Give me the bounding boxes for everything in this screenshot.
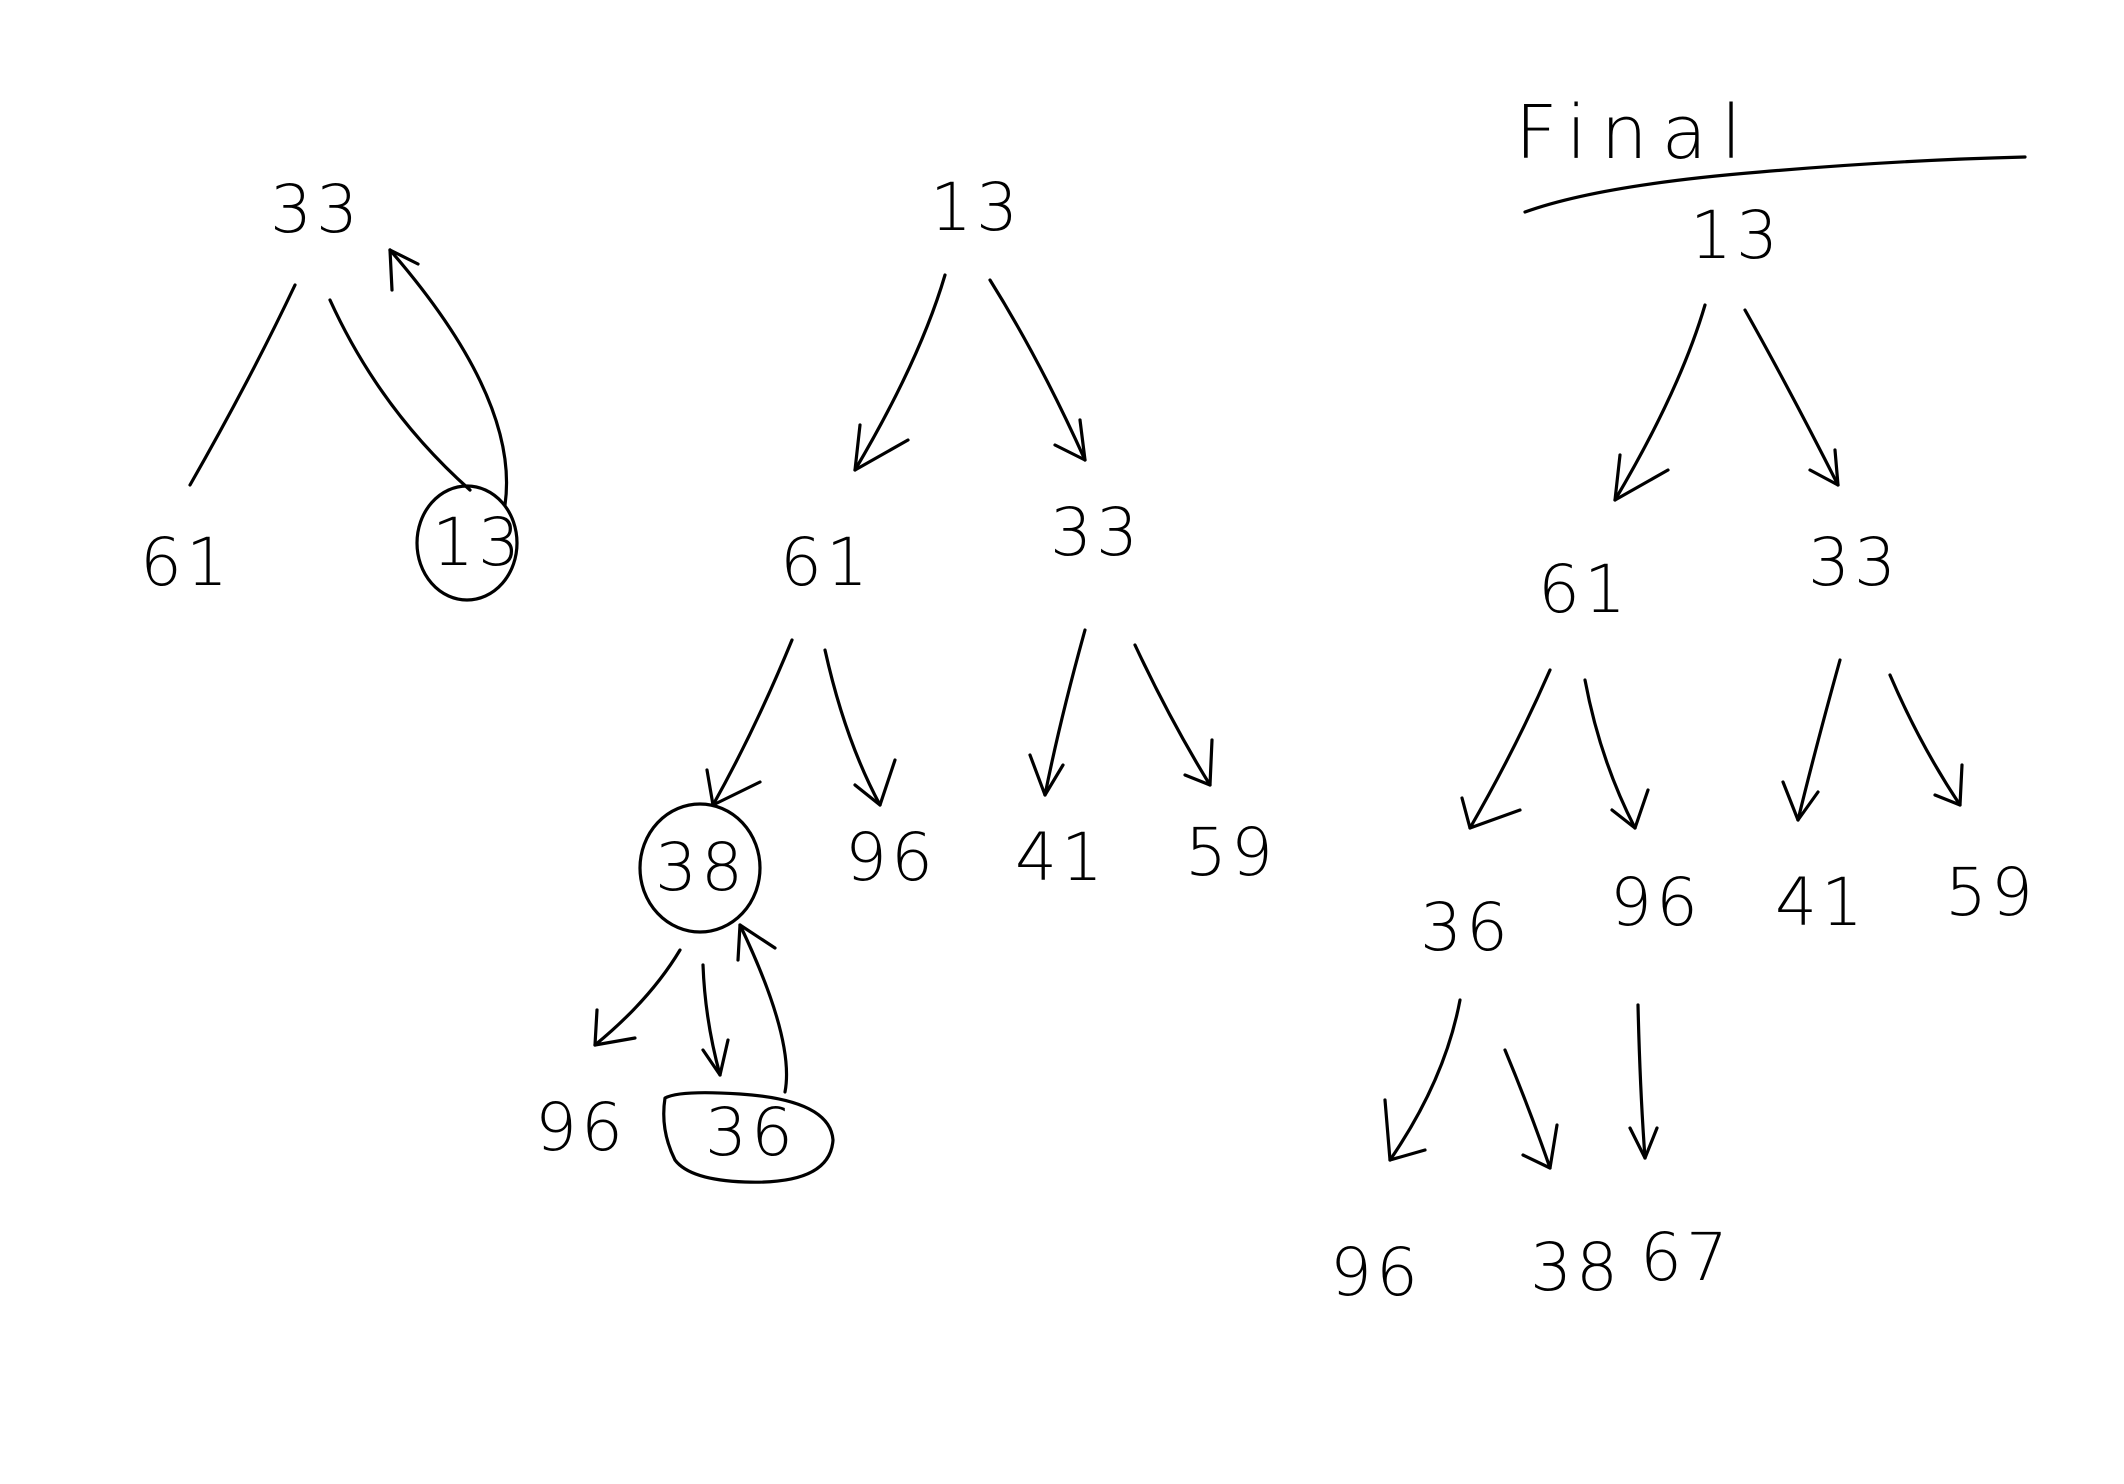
tree-3-arrowhead-96-left <box>1628 1126 1659 1160</box>
tree-3-edge-61-left <box>1468 668 1552 830</box>
tree-2-level3-node-left: 96 <box>535 1089 627 1166</box>
tree-1: 33 61 13 <box>140 171 524 602</box>
tree-3-edge-33-left <box>1796 658 1842 822</box>
tree-3-arrowhead-61-right <box>1610 788 1650 830</box>
tree-2-edge-38-left <box>593 948 682 1047</box>
tree-3-arrowhead-36-left <box>1383 1098 1427 1162</box>
tree-2: 13 61 33 38 96 41 59 96 36 <box>535 169 1277 1184</box>
tree-3-root-node: 13 <box>1690 197 1782 274</box>
tree-1-swap-arrowhead <box>388 248 420 292</box>
tree-2-highlight-circle-bottom <box>662 1091 835 1184</box>
tree-2-arrowhead-61-left <box>705 768 762 807</box>
tree-1-edge-right <box>328 298 472 492</box>
tree-2-arrowhead-38-left <box>593 1008 637 1047</box>
tree-1-right-child-node: 13 <box>432 504 524 581</box>
tree-2-swap-arrow <box>738 923 789 1094</box>
tree-3-edge-root-right <box>1743 308 1840 487</box>
tree-2-level3-node-right: 36 <box>705 1094 797 1171</box>
tree-3-arrowhead-root-right <box>1808 448 1840 487</box>
tree-2-edge-33-right <box>1133 643 1212 787</box>
tree-2-edge-33-left <box>1043 628 1087 797</box>
tree-2-arrowhead-root-left <box>853 423 910 472</box>
tree-2-arrowhead-38-right <box>701 1038 730 1077</box>
tree-3-edge-root-left <box>1613 303 1707 502</box>
tree-3-edge-36-left <box>1388 998 1462 1162</box>
tree-3-level2-node-3: 41 <box>1775 864 1867 941</box>
tree-2-level2-node-2: 96 <box>845 819 937 896</box>
tree-1-swap-arrow <box>388 248 509 507</box>
tree-3-level1-node-left: 61 <box>1538 551 1630 628</box>
tree-3-level2-node-2: 96 <box>1610 864 1702 941</box>
tree-2-level1-node-right: 33 <box>1050 494 1142 571</box>
tree-3-edge-61-right <box>1583 678 1637 830</box>
tree-1-root-node: 33 <box>270 171 362 248</box>
final-title: Final <box>1515 90 1756 176</box>
tree-2-edge-61-left <box>711 638 794 807</box>
tree-3-level2-node-1: 36 <box>1420 889 1512 966</box>
tree-3-level1-node-right: 33 <box>1808 524 1900 601</box>
tree-2-level2-node-4: 59 <box>1185 814 1277 891</box>
tree-2-edge-61-right <box>823 648 882 807</box>
tree-2-arrowhead-33-left <box>1028 753 1065 797</box>
tree-3-level2-node-4: 59 <box>1945 854 2037 931</box>
tree-3-arrowhead-61-left <box>1460 796 1522 830</box>
tree-2-arrowhead-61-right <box>853 758 897 807</box>
tree-3-arrowhead-root-left <box>1613 453 1670 502</box>
tree-3-level3-node-3: 67 <box>1640 1219 1732 1296</box>
tree-2-edge-root-right <box>988 278 1087 462</box>
tree-2-level2-node-3: 41 <box>1015 819 1107 896</box>
tree-2-edge-38-right <box>701 963 722 1077</box>
tree-2-edge-root-left <box>853 273 947 472</box>
tree-3-arrowhead-33-right <box>1933 763 1964 807</box>
tree-2-highlight-circle-top <box>638 802 762 934</box>
tree-2-level2-node-1: 38 <box>655 829 747 906</box>
tree-2-level1-node-left: 61 <box>780 524 872 601</box>
tree-3-arrowhead-36-right <box>1521 1123 1559 1170</box>
tree-3-level3-node-2: 38 <box>1530 1229 1622 1306</box>
final-title-underline <box>1523 155 2027 214</box>
tree-3-edge-96-left <box>1636 1003 1647 1160</box>
tree-3: Final 13 61 33 36 96 41 59 96 38 67 <box>1330 90 2037 1311</box>
tree-2-arrowhead-root-right <box>1053 418 1087 462</box>
tree-3-arrowhead-33-left <box>1781 780 1820 822</box>
tree-2-arrowhead-33-right <box>1183 738 1214 787</box>
tree-3-edge-33-right <box>1888 673 1962 807</box>
tree-3-level3-node-1: 96 <box>1330 1234 1422 1311</box>
tree-2-root-node: 13 <box>930 169 1022 246</box>
tree-3-edge-36-right <box>1503 1048 1552 1170</box>
tree-1-left-child-node: 61 <box>140 524 232 601</box>
tree-1-edge-left <box>188 283 297 487</box>
tree-2-swap-arrowhead <box>736 923 777 962</box>
